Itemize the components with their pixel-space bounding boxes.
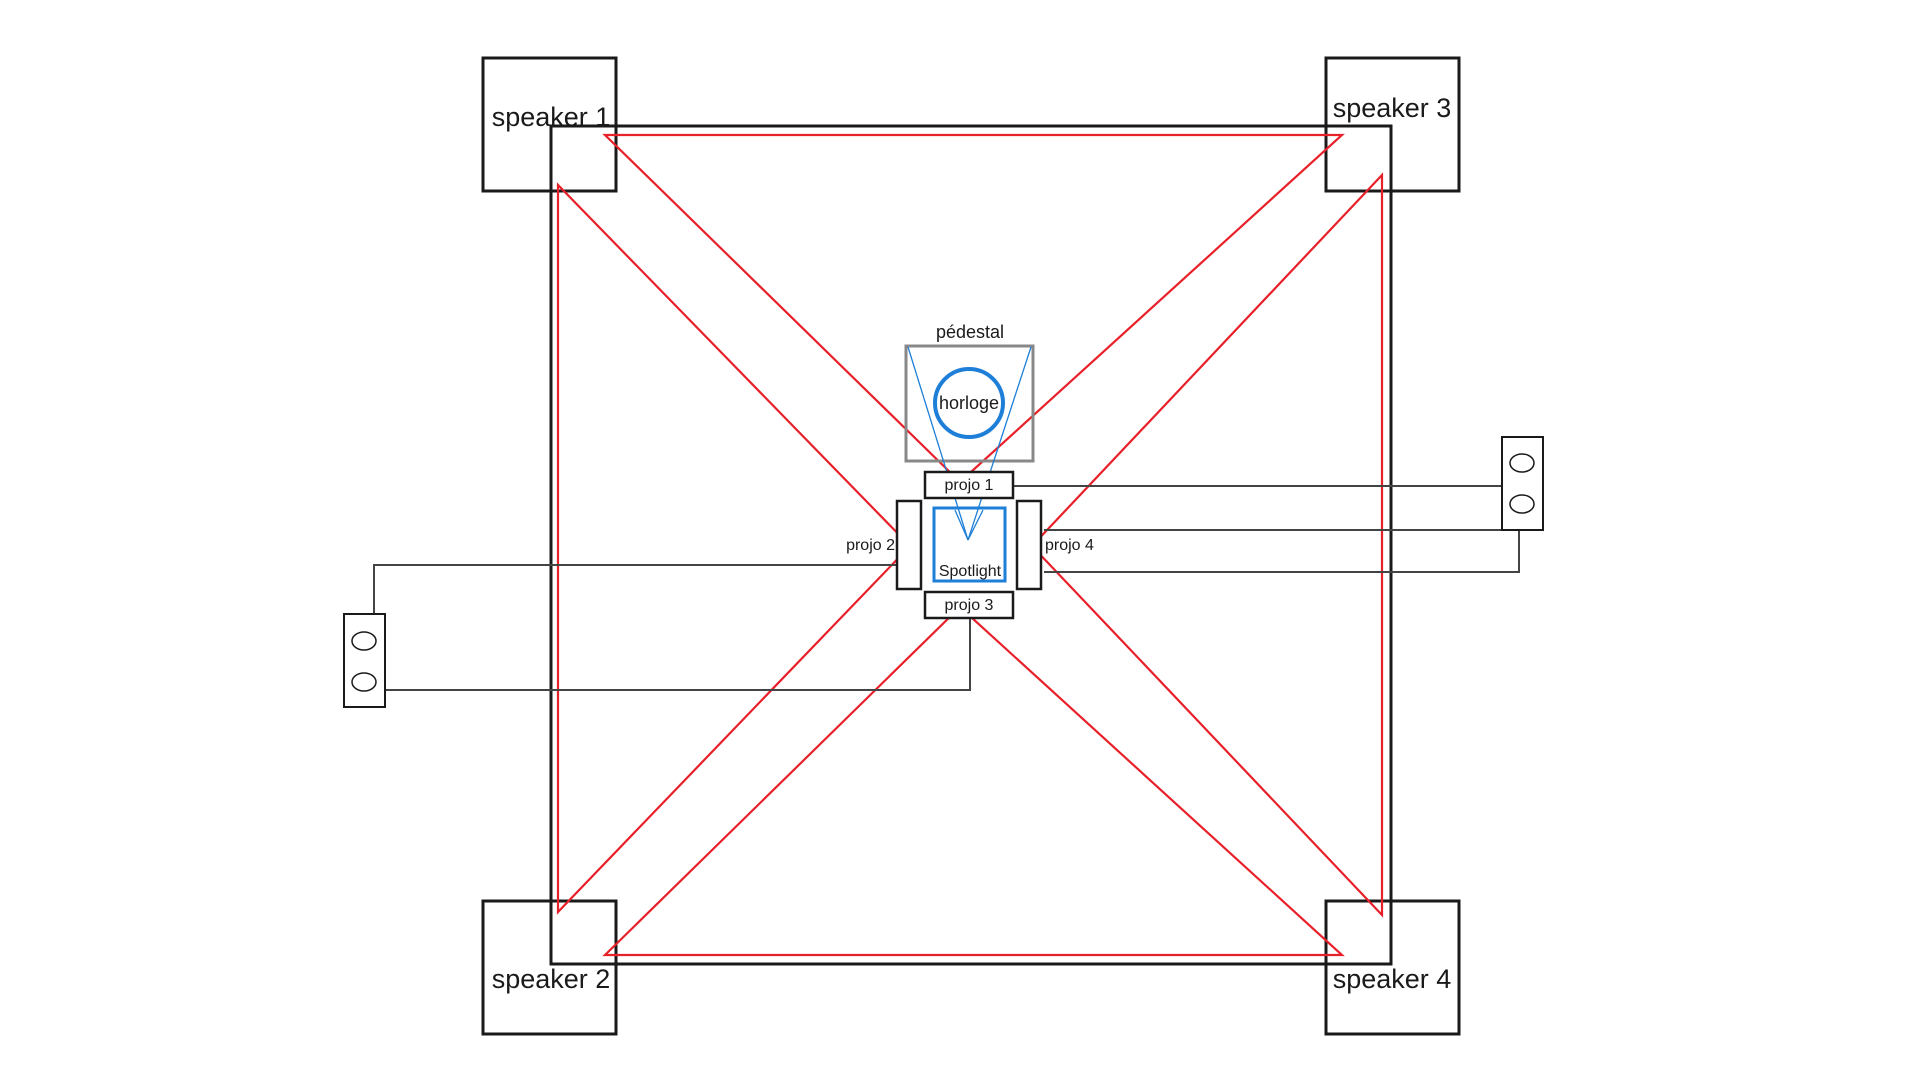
projection-beams (556, 133, 1384, 957)
right-device-driver-top (1509, 453, 1535, 473)
speaker-1-label: speaker 1 (492, 102, 611, 132)
speaker-3-box (1324, 56, 1461, 193)
projo-4-label: projo 4 (1045, 537, 1094, 554)
beam-bottom (602, 605, 1345, 957)
clock-circle (933, 367, 1005, 439)
clock-label: horloge (939, 393, 999, 413)
speaker-2-box (481, 899, 618, 1036)
spotlight-square (932, 506, 1007, 583)
speaker-4-box (1324, 899, 1461, 1036)
spotlight-label: Spotlight (939, 563, 1002, 580)
left-device-driver-bottom (351, 672, 377, 692)
left-device-driver-top (351, 631, 377, 651)
speaker-3-label: speaker 3 (1333, 93, 1452, 123)
left-audio-device (343, 613, 386, 708)
spotlight-cone (907, 346, 1032, 541)
cables (373, 485, 1520, 691)
left-device-housing (343, 613, 386, 708)
spotlight-cone-apex-right (967, 509, 984, 541)
beam-left (556, 182, 912, 915)
beam-right (1030, 172, 1384, 918)
room-outline (549, 124, 1393, 966)
projo-1-box (923, 470, 1015, 500)
projo-2-box (895, 499, 923, 591)
projo-3-label: projo 3 (945, 597, 994, 614)
cable-left-upper (373, 564, 897, 614)
projo-2-label: projo 2 (846, 537, 895, 554)
pedestal-label: pédestal (936, 322, 1004, 342)
right-audio-device (1501, 436, 1544, 531)
speaker-1-box (481, 56, 618, 193)
right-device-driver-bottom (1509, 494, 1535, 514)
spotlight-cone-apex-left (954, 509, 969, 541)
projo-1-label: projo 1 (945, 477, 994, 494)
right-device-housing (1501, 436, 1544, 531)
pedestal-box (904, 344, 1035, 463)
cable-right-lower (1044, 530, 1520, 573)
projo-4-box (1015, 499, 1043, 591)
speaker-4-label: speaker 4 (1333, 964, 1452, 994)
cable-left-lower (385, 615, 971, 691)
speaker-2-label: speaker 2 (492, 964, 611, 994)
projo-3-box (923, 590, 1015, 620)
beam-top (602, 133, 1345, 484)
